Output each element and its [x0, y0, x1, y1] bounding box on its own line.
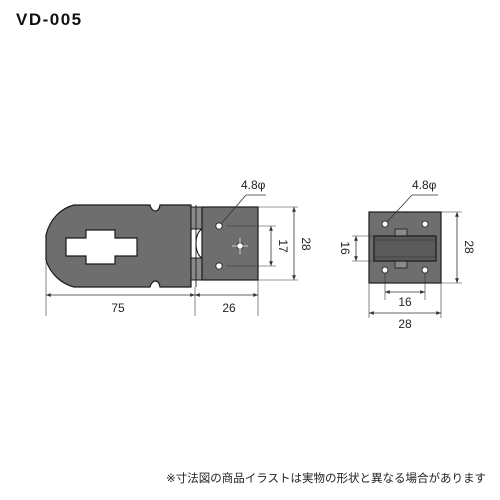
hasp-center-hole — [232, 238, 248, 254]
hasp-length-dim: 75 — [111, 301, 125, 315]
staple-view: 4.8φ 16 28 16 28 — [338, 178, 476, 331]
staple-loop-height-dim: 16 — [338, 241, 352, 255]
hasp-view: 4.8φ 17 28 75 26 — [45, 178, 313, 316]
staple-height-dim: 28 — [462, 240, 476, 254]
hasp-hole-spacing-dim: 17 — [276, 239, 290, 253]
hinge-curl — [195, 228, 203, 259]
hasp-plate-width-dim: 26 — [222, 301, 236, 315]
staple-hole-bottom-right — [421, 266, 429, 274]
staple-hole-top-right — [421, 220, 429, 228]
hinge-knuckle-upper — [190, 206, 203, 230]
staple-width-dim: 28 — [398, 317, 412, 331]
product-code-title: VD-005 — [16, 10, 83, 29]
hasp-hole-diameter-label: 4.8φ — [241, 178, 266, 192]
staple-hole-spacing-dim: 16 — [398, 295, 412, 309]
hinge-knuckle-lower — [190, 257, 203, 281]
hasp-height-dim: 28 — [299, 237, 313, 251]
hasp-mounting-plate — [201, 206, 259, 281]
hasp-slot — [65, 229, 138, 265]
staple-hole-diameter-label: 4.8φ — [412, 178, 437, 192]
staple-hole-top-left — [381, 220, 389, 228]
hasp-hole-bottom-left — [215, 262, 223, 270]
hasp-hole-top-left — [215, 222, 223, 230]
staple-hole-bottom-left — [381, 266, 389, 274]
disclaimer-note: ※寸法図の商品イラストは実物の形状と異なる場合があります — [166, 471, 486, 485]
